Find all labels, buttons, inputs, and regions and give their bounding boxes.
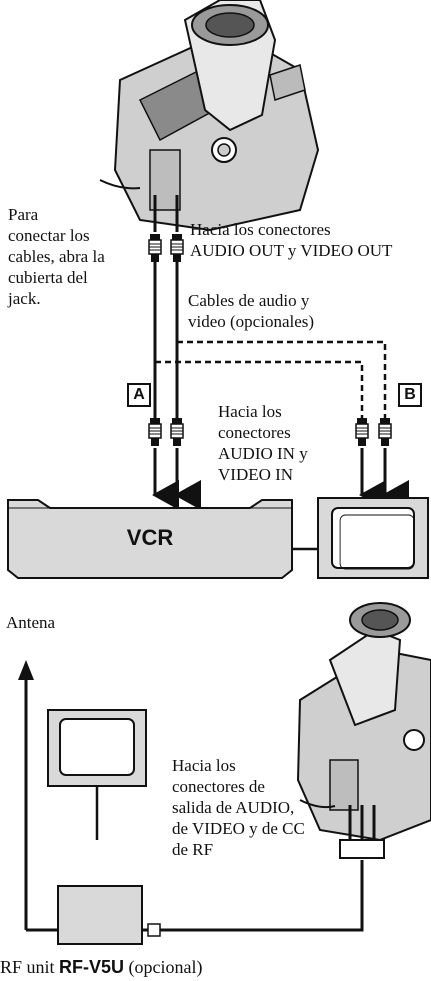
rf-cable <box>339 805 385 859</box>
to-in-connectors-label: Hacia los conectores AUDIO IN y VIDEO IN <box>218 401 308 485</box>
plug-icon <box>355 417 369 447</box>
cables-label: Cables de audio y video (opcionales) <box>188 290 314 332</box>
label-line: Cables de audio y <box>188 291 310 310</box>
label-line: VIDEO IN <box>218 465 294 484</box>
label-line: salida de AUDIO, <box>172 798 295 817</box>
label-line: conectores <box>218 423 291 442</box>
to-rf-connectors-label: Hacia los conectores de salida de AUDIO,… <box>172 755 305 860</box>
caption-prefix: RF unit <box>0 957 60 977</box>
camcorder-top-icon <box>99 0 320 232</box>
label-b: B <box>398 383 422 407</box>
vcr-label: VCR <box>126 525 174 550</box>
vcr-icon <box>7 499 293 579</box>
label-line: Hacia los conectores <box>190 220 331 239</box>
plug-icon <box>148 417 162 447</box>
label-line: Hacia los <box>172 756 236 775</box>
plug-icon <box>378 417 392 447</box>
plug-icon <box>148 233 162 263</box>
antenna-arrow-icon <box>18 660 34 930</box>
note-line: cables, abra la <box>8 247 105 266</box>
label-a: A <box>127 383 151 407</box>
plug-icon <box>170 233 184 263</box>
label-line: AUDIO IN y <box>218 444 308 463</box>
label-line: AUDIO OUT y VIDEO OUT <box>190 241 393 260</box>
rf-unit-icon <box>26 860 364 945</box>
label-line: de RF <box>172 840 214 859</box>
audio-video-cable-b <box>155 340 387 418</box>
label-line: conectores de <box>172 777 265 796</box>
label-line: Hacia los <box>218 402 282 421</box>
note-line: jack. <box>8 289 41 308</box>
rf-unit-caption: RF unit RF-V5U (opcional) <box>0 957 203 978</box>
tv-top-icon <box>317 497 429 579</box>
plug-icon <box>170 417 184 447</box>
camcorder-bottom-icon <box>296 602 431 842</box>
label-line: video (opcionales) <box>188 312 315 331</box>
note-line: conectar los <box>8 226 90 245</box>
caption-model: RF-V5U <box>59 957 125 977</box>
label-line: de VIDEO y de CC <box>172 819 305 838</box>
note-line: Para <box>8 205 39 224</box>
caption-suffix: (opcional) <box>124 957 203 977</box>
audio-video-cable-a <box>152 195 201 510</box>
note-line: cubierta del <box>8 268 88 287</box>
tv-bottom-icon <box>47 709 147 840</box>
to-out-connectors-label: Hacia los conectores AUDIO OUT y VIDEO O… <box>190 219 392 261</box>
open-cover-note: Para conectar los cables, abra la cubier… <box>8 204 105 309</box>
antenna-label: Antena <box>6 613 56 632</box>
